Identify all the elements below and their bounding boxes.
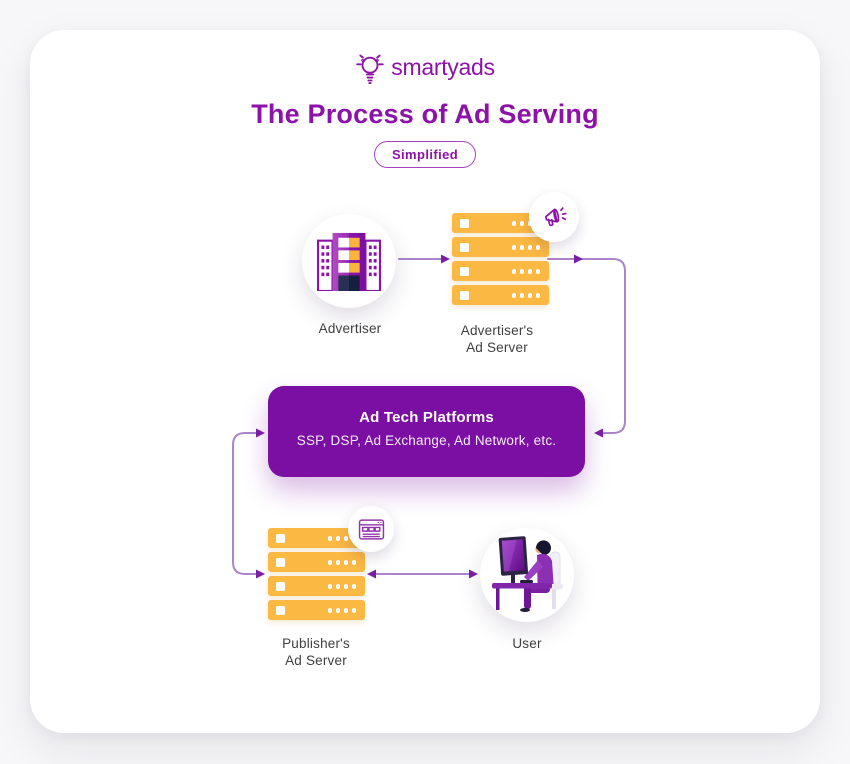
server-dots bbox=[511, 293, 540, 298]
badge-row: Simplified bbox=[0, 141, 850, 168]
ad-tech-subtitle: SSP, DSP, Ad Exchange, Ad Network, etc. bbox=[296, 433, 557, 448]
browser-window-icon bbox=[358, 518, 384, 540]
brand-logo: smartyads bbox=[0, 48, 850, 86]
advertiser-ad-server-node bbox=[452, 213, 549, 309]
page-title: The Process of Ad Serving bbox=[251, 99, 599, 129]
label-line-2: Ad Server bbox=[285, 653, 347, 669]
ad-tech-platforms-node: Ad Tech Platforms SSP, DSP, Ad Exchange,… bbox=[268, 386, 585, 477]
label-line-2: Ad Server bbox=[466, 340, 528, 356]
server-bar bbox=[268, 576, 365, 596]
server-dots bbox=[327, 608, 356, 613]
advertiser-node bbox=[302, 214, 396, 308]
server-bar bbox=[452, 261, 549, 281]
megaphone-badge bbox=[529, 192, 579, 242]
simplified-badge: Simplified bbox=[373, 141, 477, 168]
label-line-1: Publisher's bbox=[282, 636, 350, 651]
building-icon bbox=[316, 232, 382, 291]
brand-name: smartyads bbox=[391, 53, 495, 80]
server-bar bbox=[268, 552, 365, 572]
server-led bbox=[276, 581, 285, 591]
ad-tech-title: Ad Tech Platforms bbox=[359, 409, 494, 426]
server-led bbox=[460, 290, 469, 300]
server-dots bbox=[327, 584, 356, 589]
server-dots bbox=[327, 560, 356, 565]
infographic-card bbox=[30, 30, 820, 733]
server-led bbox=[460, 266, 469, 276]
lightbulb-icon bbox=[356, 54, 385, 84]
label-line-1: Advertiser's bbox=[460, 323, 534, 338]
server-bar bbox=[452, 237, 549, 257]
publisher-ad-server-node bbox=[268, 528, 365, 624]
advertiser-ad-server-label: Advertiser's Ad Server bbox=[437, 322, 557, 357]
publisher-ad-server-label: Publisher's Ad Server bbox=[256, 635, 376, 670]
server-dots bbox=[511, 245, 540, 250]
server-bar bbox=[268, 528, 365, 548]
user-label: User bbox=[512, 636, 542, 651]
server-bar bbox=[452, 285, 549, 305]
advertiser-label: Advertiser bbox=[318, 321, 382, 336]
user-node bbox=[480, 528, 574, 622]
browser-badge bbox=[348, 506, 394, 552]
server-led bbox=[460, 218, 469, 228]
server-led bbox=[276, 605, 285, 615]
person-at-computer-icon bbox=[492, 536, 563, 612]
server-dots bbox=[511, 269, 540, 274]
server-bar bbox=[268, 600, 365, 620]
megaphone-icon bbox=[544, 206, 566, 226]
server-led bbox=[276, 557, 285, 567]
server-led bbox=[276, 533, 285, 543]
server-led bbox=[460, 242, 469, 252]
